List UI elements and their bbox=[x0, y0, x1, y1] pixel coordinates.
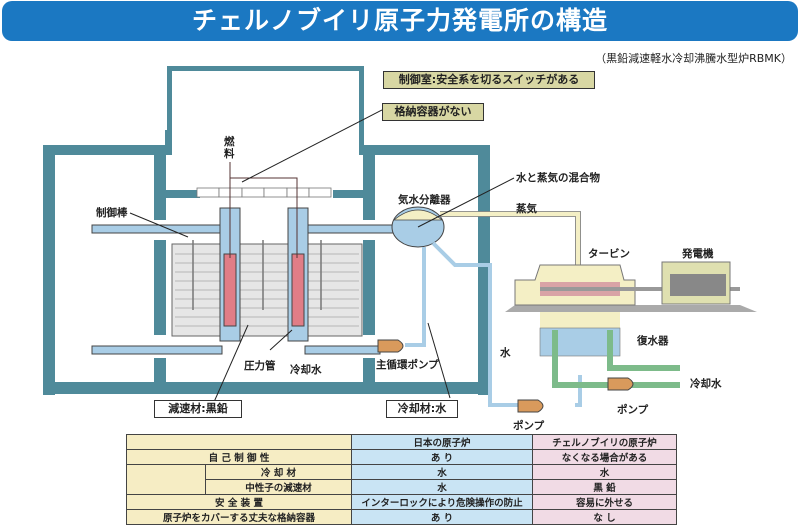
pumps bbox=[377, 339, 634, 413]
coolant-callout: 冷却材:水 bbox=[386, 400, 458, 418]
mixture-label: 水と蒸気の混合物 bbox=[516, 172, 600, 184]
table-row: 自 己 制 御 性 あ り なくなる場合がある bbox=[126, 449, 677, 465]
fuel-rods bbox=[223, 253, 305, 327]
graphite-moderator bbox=[171, 243, 363, 337]
pressure-tube-label: 圧力管 bbox=[244, 360, 276, 372]
condenser-cooling bbox=[552, 330, 680, 388]
comparison-table: 日本の原子炉 チェルノブイリの原子炉 自 己 制 御 性 あ り なくなる場合が… bbox=[126, 434, 677, 525]
condenser-label: 復水器 bbox=[637, 335, 669, 347]
turbine-hall bbox=[505, 261, 757, 357]
table-row: 原子炉をカバーする丈夫な格納容器 あ り な し bbox=[126, 509, 677, 525]
top-slab bbox=[196, 187, 332, 198]
cooling-water-label: 冷却水 bbox=[690, 378, 722, 390]
steam-label: 蒸気 bbox=[516, 203, 537, 215]
table-row: 冷 却 材 水 水 bbox=[126, 464, 677, 495]
building-walls bbox=[43, 66, 490, 395]
table-header-row: 日本の原子炉 チェルノブイリの原子炉 bbox=[126, 434, 677, 450]
fuel-leaders bbox=[229, 162, 298, 258]
header-chernobyl: チェルノブイリの原子炉 bbox=[532, 434, 677, 450]
separator-label: 気水分離器 bbox=[398, 194, 451, 206]
control-room-callout: 制御室:安全系を切るスイッチがある bbox=[383, 71, 595, 89]
leader-lines bbox=[129, 109, 515, 403]
page-title: チェルノブイリ原子力発電所の構造 bbox=[2, 1, 798, 41]
moderator-callout: 減速材:黒鉛 bbox=[154, 400, 242, 418]
pump-label-2: ポンプ bbox=[617, 404, 649, 416]
generator-label: 発電機 bbox=[682, 248, 714, 260]
main-pump-label: 主循環ポンプ bbox=[376, 359, 439, 371]
turbine-label: タービン bbox=[588, 248, 630, 260]
water-label: 水 bbox=[500, 347, 511, 359]
no-containment-callout: 格納容器がない bbox=[382, 103, 484, 121]
pump-label-1: ポンプ bbox=[513, 420, 545, 432]
header-japan: 日本の原子炉 bbox=[351, 434, 533, 450]
subtitle: （黒鉛減速軽水冷却沸騰水型炉RBMK） bbox=[595, 52, 792, 65]
steam-pipe bbox=[440, 211, 581, 268]
fuel-label: 燃料 bbox=[224, 136, 235, 160]
coolant-water-label: 冷却水 bbox=[290, 364, 322, 376]
control-rods bbox=[192, 240, 322, 310]
table-row: 安 全 装 置 インターロックにより危険操作の防止 容易に外せる bbox=[126, 494, 677, 510]
table-corner-cell bbox=[126, 434, 352, 450]
table-row: 中性子の減速材 水 黒 鉛 bbox=[127, 479, 677, 495]
control-rod-label: 制御棒 bbox=[96, 207, 128, 219]
